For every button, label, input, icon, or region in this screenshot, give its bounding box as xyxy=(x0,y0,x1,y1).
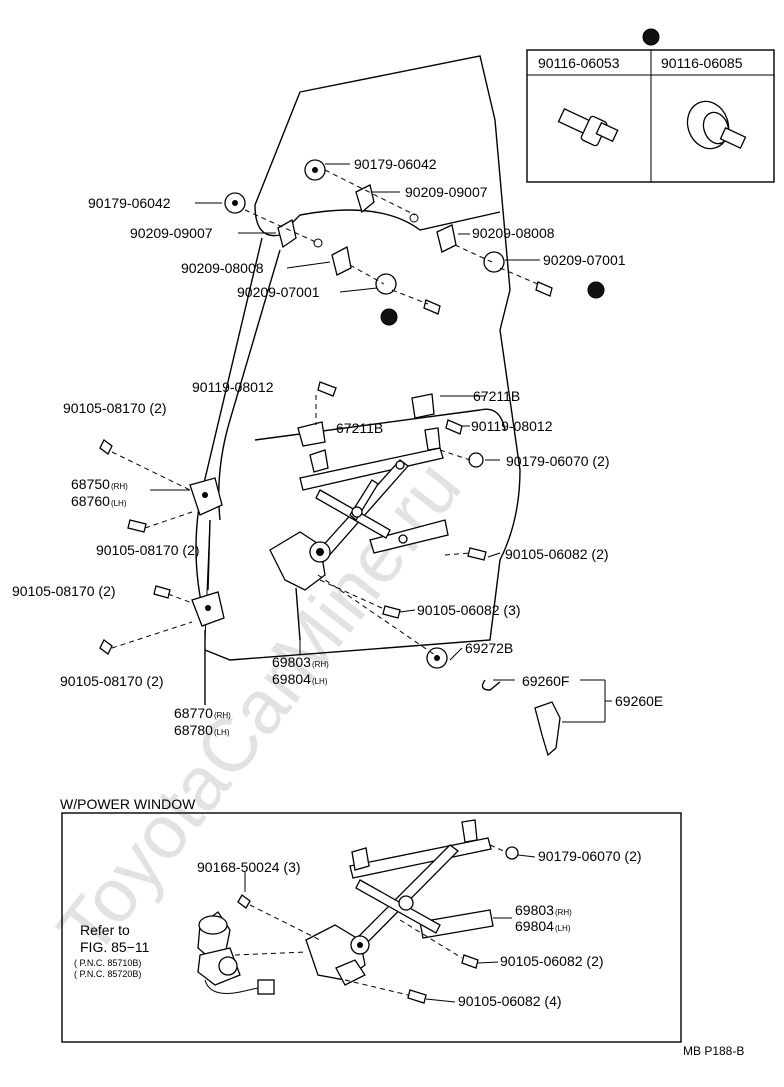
svg-text:68770(RH): 68770(RH) xyxy=(174,705,231,721)
label-67211B-a: 67211B xyxy=(473,388,520,404)
label-68780: 68780 xyxy=(174,722,213,738)
window-regulator-manual xyxy=(269,427,449,641)
marker-dot-top xyxy=(642,28,660,46)
svg-text:69803(RH): 69803(RH) xyxy=(272,654,329,670)
svg-text:68780(LH): 68780(LH) xyxy=(174,722,230,738)
label-90209-07001-a: 90209-07001 xyxy=(543,252,626,268)
label-90209-08008-b: 90209-08008 xyxy=(181,260,264,276)
leader-lines-upper xyxy=(195,163,541,305)
label-90105-08170-d: 90105-08170 (2) xyxy=(60,673,164,689)
label-69804-a: 69804 xyxy=(272,671,311,687)
label-90105-08170-c: 90105-08170 (2) xyxy=(12,583,116,599)
window-regulator-power xyxy=(305,819,494,986)
label-68770-68780: 68770(RH) 68780(LH) xyxy=(174,705,231,738)
labels-power: 90179-06070 (2) 90168-50024 (3) 90105-06… xyxy=(74,848,642,1009)
label-refer-to: Refer to xyxy=(80,922,130,938)
svg-text:68760(LH): 68760(LH) xyxy=(71,493,127,509)
svg-text:69804(LH): 69804(LH) xyxy=(272,671,328,687)
label-90209-08008-a: 90209-08008 xyxy=(472,225,555,241)
label-90209-07001-b: 90209-07001 xyxy=(237,284,320,300)
label-69804-b: 69804 xyxy=(515,918,554,934)
bolt-90116-06053-icon xyxy=(557,108,619,147)
bolt-90116-06085-icon xyxy=(686,100,747,150)
inset-header-1: 90116-06053 xyxy=(538,55,620,71)
label-90179-06070-a: 90179-06070 (2) xyxy=(506,453,610,469)
power-window-box xyxy=(61,812,682,1043)
label-pnc-85710b: ( P.N.C. 85710B) xyxy=(74,958,141,968)
label-90105-08170-a: 90105-08170 (2) xyxy=(63,400,167,416)
channel-brackets xyxy=(189,477,225,705)
label-90105-06082-a: 90105-06082 (2) xyxy=(505,546,609,562)
label-90105-08170-b: 90105-08170 (2) xyxy=(96,542,200,558)
label-90168-50024: 90168-50024 (3) xyxy=(197,859,301,875)
label-69803-69804-b: 69803(RH) 69804(LH) xyxy=(515,902,572,934)
labels-upper: 90179-06042 90179-06042 90209-09007 9020… xyxy=(63,156,626,469)
label-90209-09007-a: 90209-09007 xyxy=(405,184,488,200)
label-69803-a: 69803 xyxy=(272,654,311,670)
label-90179-06042-b: 90179-06042 xyxy=(88,195,171,211)
label-68770: 68770 xyxy=(174,705,213,721)
label-69803-69804-a: 69803(RH) 69804(LH) xyxy=(272,654,329,687)
label-69260F: 69260F xyxy=(522,673,569,689)
label-90105-06082-b: 90105-06082 (3) xyxy=(417,602,521,618)
labels-mid: 90105-08170 (2) 90105-06082 (2) 90105-08… xyxy=(12,542,663,709)
label-68760: 68760 xyxy=(71,493,110,509)
svg-text:69804(LH): 69804(LH) xyxy=(515,918,571,934)
svg-text:68750(RH): 68750(RH) xyxy=(71,476,128,492)
label-67211B-b: 67211B xyxy=(336,420,383,436)
label-90105-06082-d: 90105-06082 (4) xyxy=(458,993,562,1009)
label-69260E: 69260E xyxy=(615,693,663,709)
label-90119-08012-a: 90119-08012 xyxy=(192,379,274,395)
inset-table: 90116-06053 90116-06085 xyxy=(526,49,775,183)
label-pnc-85720b: ( P.N.C. 85720B) xyxy=(74,969,141,979)
bolts-mid xyxy=(99,381,612,757)
label-90105-06082-c: 90105-06082 (2) xyxy=(500,953,604,969)
power-window-title: W/POWER WINDOW xyxy=(60,796,196,812)
label-fig-85-11: FIG. 85−11 xyxy=(80,939,150,955)
label-69272B: 69272B xyxy=(465,640,513,656)
bolts-power xyxy=(234,844,536,1004)
power-motor-icon xyxy=(197,911,275,995)
svg-text:69803(RH): 69803(RH) xyxy=(515,902,572,918)
label-90179-06042-a: 90179-06042 xyxy=(354,156,437,172)
label-68750: 68750 xyxy=(71,476,110,492)
inset-header-2: 90116-06085 xyxy=(661,55,743,71)
label-90179-06070-b: 90179-06070 (2) xyxy=(538,848,642,864)
label-90119-08012-b: 90119-08012 xyxy=(471,418,553,434)
diagram-code: MB P188-B xyxy=(683,1044,744,1058)
label-90209-09007-b: 90209-09007 xyxy=(130,225,213,241)
label-69803-b: 69803 xyxy=(515,902,554,918)
label-68750-68760: 68750(RH) 68760(LH) xyxy=(71,476,190,509)
glass-clips xyxy=(224,159,605,326)
